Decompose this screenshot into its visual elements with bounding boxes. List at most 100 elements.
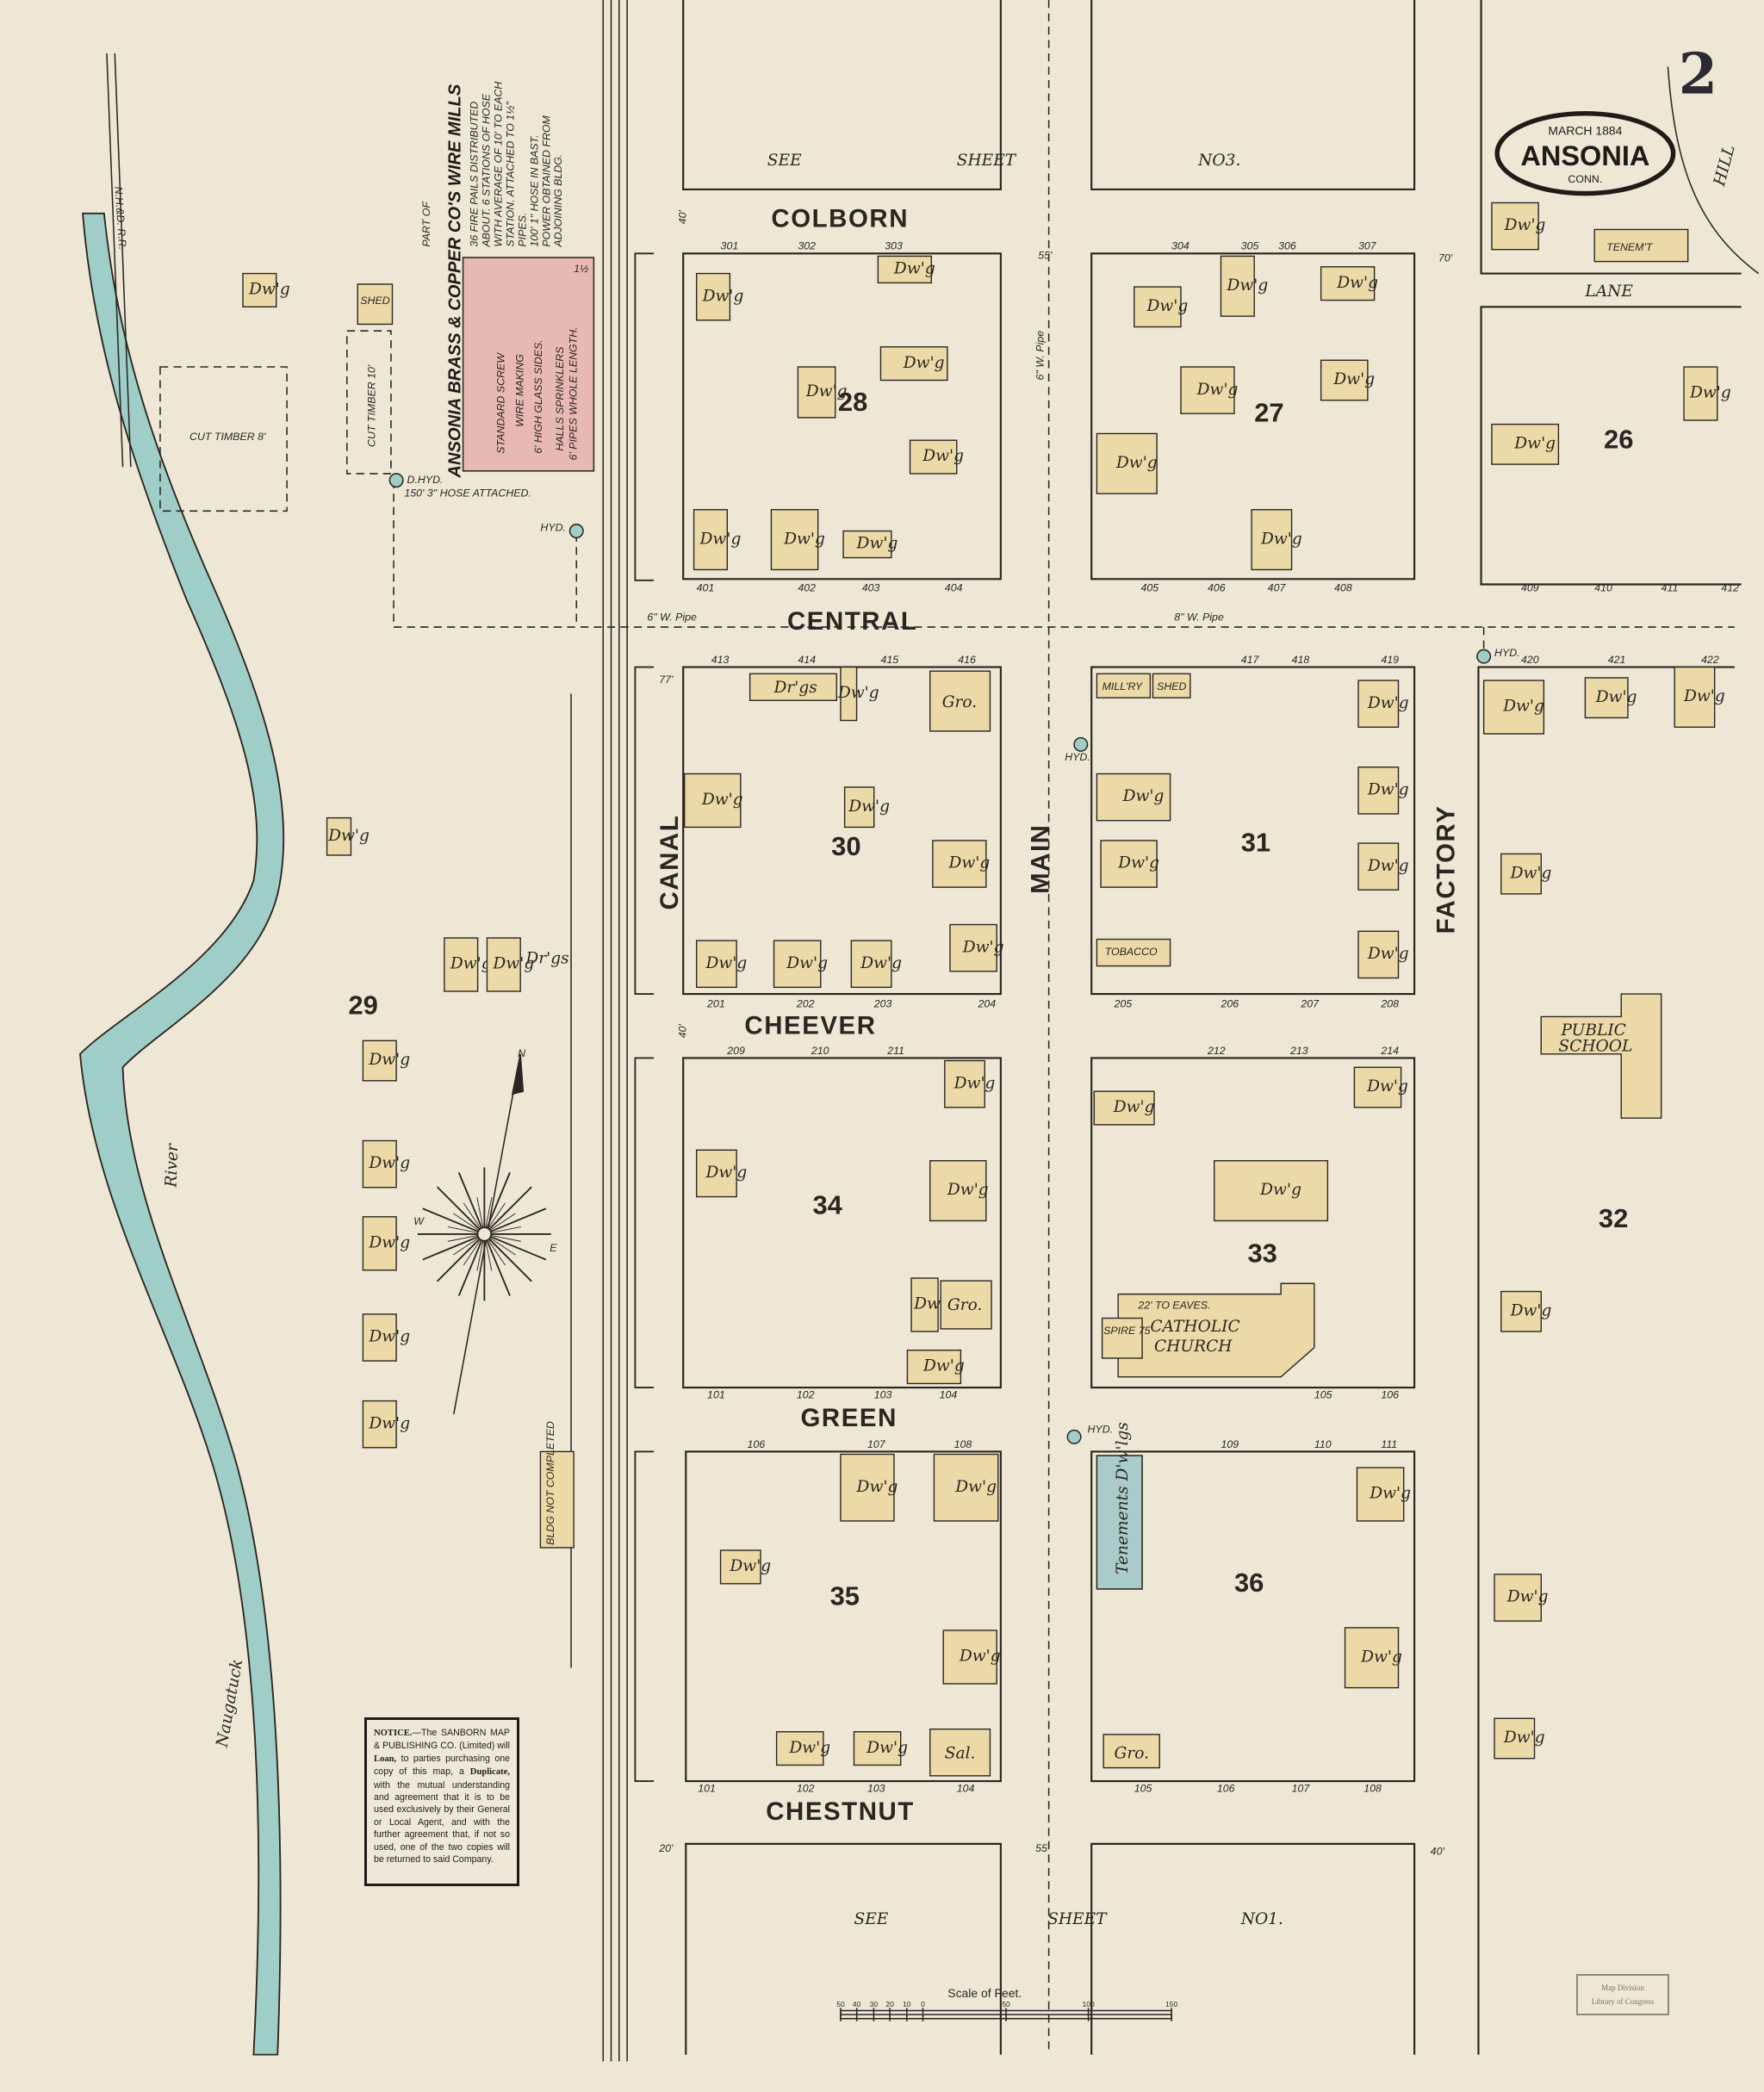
lot-number: 106: [1381, 1388, 1399, 1400]
building-dwelling: [693, 509, 729, 571]
block-number: 29: [348, 990, 377, 1020]
notice-text: with the mutual understanding and agreem…: [374, 1779, 510, 1865]
building-dwelling: [842, 530, 892, 559]
dwelling-label: Dw'g: [248, 281, 290, 299]
building-dwelling: [877, 255, 933, 284]
building-dwelling: [1357, 680, 1400, 728]
dwelling-label: Dw'g: [788, 1739, 830, 1757]
compass-ray: [457, 1233, 486, 1296]
svg-text:Tenements D'w'lgs: Tenements D'w'lgs: [1114, 1422, 1132, 1574]
svg-text:SCHOOL: SCHOOL: [1558, 1038, 1632, 1056]
building-dwelling: [1180, 366, 1235, 414]
lot-number: 418: [1292, 654, 1310, 666]
pipe-label-central-east: 8" W. Pipe: [1174, 611, 1224, 623]
street-width: 40': [1431, 1845, 1445, 1857]
saloon-label: Sal.: [945, 1745, 976, 1763]
notice-text: to parties purchasing one copy of this m…: [374, 1753, 510, 1778]
see-sheet-bottom: SHEET: [1047, 1910, 1108, 1928]
stamp-line: Map Division: [1601, 1983, 1644, 1992]
svg-text:WIRE MAKING: WIRE MAKING: [513, 354, 525, 427]
lot-number: 211: [886, 1045, 904, 1057]
lot-number: 104: [957, 1782, 975, 1794]
svg-text:STATION. ATTACHED TO 1½": STATION. ATTACHED TO 1½": [504, 101, 516, 246]
building-dwelling: [1494, 1574, 1542, 1622]
lot-number: 208: [1380, 998, 1399, 1010]
dwelling-label: Dw'g: [1369, 1485, 1411, 1503]
hydrant-label: HYD.: [1065, 751, 1090, 763]
block-number: 34: [812, 1190, 842, 1220]
lot-number: 105: [1314, 1388, 1332, 1400]
ansonia-brass-copper-mill: STANDARD SCREW WIRE MAKING 6' HIGH GLASS…: [404, 82, 595, 499]
naugatuck-river: [79, 212, 285, 2056]
block-number: 28: [838, 387, 867, 417]
compass-ray: [483, 1233, 511, 1296]
svg-text:WITH AVERAGE OF 10' TO EACH: WITH AVERAGE OF 10' TO EACH: [493, 82, 505, 247]
lot-number: 109: [1221, 1438, 1239, 1450]
svg-text:ANSONIA: ANSONIA: [1520, 140, 1649, 171]
water-pipes: [393, 0, 1735, 2055]
lot-number: 106: [748, 1438, 766, 1450]
lot-number: 403: [862, 581, 880, 593]
cut-timber-8: CUT TIMBER 8': [189, 431, 266, 443]
street-hill: HILL: [1711, 143, 1739, 189]
dwelling-label: Dw'g: [368, 1154, 410, 1172]
svg-text:BLDG NOT COMPLETED: BLDG NOT COMPLETED: [544, 1421, 556, 1545]
dwelling-label: Dw'g: [856, 1478, 898, 1496]
svg-text:36 FIRE PAILS DISTRIBUTED: 36 FIRE PAILS DISTRIBUTED: [469, 102, 481, 247]
street-width: 55': [1035, 1842, 1050, 1854]
svg-text:100' 1" HOSE IN BAST.: 100' 1" HOSE IN BAST.: [528, 134, 540, 246]
block-number: 30: [831, 831, 860, 861]
lot-number: 417: [1241, 654, 1260, 666]
compass-ray: [483, 1233, 532, 1282]
lot-number: 415: [880, 654, 898, 666]
building-dwelling: [1344, 1627, 1400, 1689]
street-width: 40': [676, 209, 688, 224]
svg-text:D.HYD.: D.HYD.: [407, 474, 444, 486]
dwelling-label: Dw'g: [1117, 854, 1159, 872]
svg-text:1½: 1½: [574, 263, 588, 275]
building-dwelling: [1357, 842, 1400, 891]
dwelling-label: Dw'g: [922, 447, 964, 465]
scale-tick-label: 150: [1165, 2000, 1177, 2008]
building-dwelling: [695, 272, 731, 321]
building-dwelling: [1491, 423, 1560, 465]
drugs-label: Dr'gs: [525, 949, 568, 967]
dwelling-label: Dw'g: [1146, 297, 1188, 315]
lot-number: 421: [1608, 654, 1626, 666]
svg-text:E: E: [550, 1242, 557, 1254]
building-dwelling: [1251, 509, 1293, 571]
lot-number: 402: [798, 581, 816, 593]
dwelling-label: Dw'g: [959, 1648, 1001, 1666]
dwelling-label: Dw'g: [705, 1164, 748, 1182]
dwelling-label: Dw'g: [368, 1233, 410, 1251]
scale-tick-label: 30: [870, 2000, 879, 2008]
see-sheet-top: SEE: [767, 152, 802, 170]
dwelling-label: Dw'g: [327, 827, 370, 845]
dwelling-label: Dw'g: [1260, 530, 1302, 548]
lot-number: 409: [1521, 581, 1539, 593]
compass-ray: [483, 1172, 511, 1235]
compass-ray: [457, 1172, 486, 1235]
lot-number: 102: [797, 1388, 815, 1400]
scale-tick-label: 0: [921, 2000, 925, 2008]
lot-number: 422: [1701, 654, 1719, 666]
svg-text:HALLS SPRINKLERS: HALLS SPRINKLERS: [554, 346, 566, 451]
lot-number: 202: [796, 998, 815, 1010]
compass-ray: [422, 1207, 485, 1235]
building-dwelling: [775, 1731, 824, 1766]
lot-number: 214: [1380, 1045, 1399, 1057]
building-dwelling: [362, 1139, 397, 1189]
building-dwelling: [909, 439, 958, 475]
lot-number: 301: [721, 240, 739, 252]
lot-number: 107: [1292, 1782, 1311, 1794]
pipe-label-main: 6" W. Pipe: [1034, 331, 1046, 381]
street-green: GREEN: [801, 1404, 898, 1432]
lot-number: 305: [1241, 240, 1259, 252]
dwelling-label: Dw'g: [1504, 216, 1546, 234]
pipe-label-central-west: 6" W. Pipe: [647, 611, 697, 623]
building-dwelling: [929, 1160, 987, 1222]
building-dwelling: [1220, 255, 1255, 317]
street-canal: CANAL: [655, 815, 684, 910]
